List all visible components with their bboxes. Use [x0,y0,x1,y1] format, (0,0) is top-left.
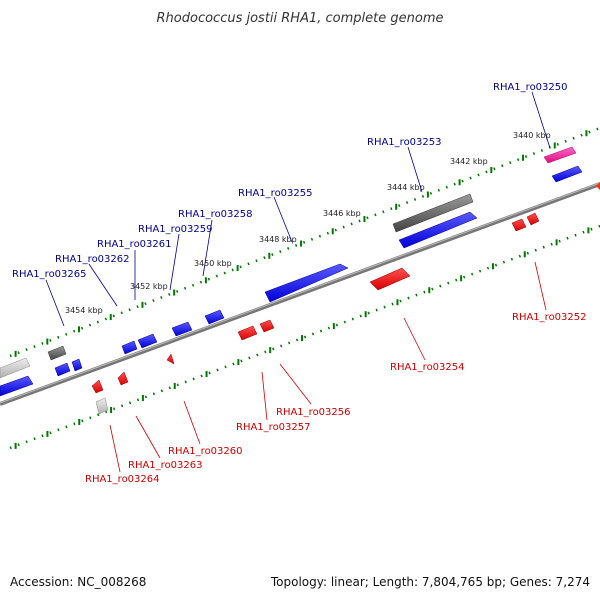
gene-ro03265[interactable] [47,345,67,361]
gene-ro03252[interactable] [526,212,540,226]
label-ro03261[interactable]: RHA1_ro03261 [97,239,172,250]
label-ro03260[interactable]: RHA1_ro03260 [168,446,243,457]
tick-label-3446: 3446 kbp [323,209,361,218]
reverse-genes [91,212,540,415]
tick-label-3442: 3442 kbp [450,157,488,166]
gene-ro03263[interactable] [117,371,129,386]
label-ro03262[interactable]: RHA1_ro03262 [55,254,130,265]
genome-axis [0,182,600,406]
gene-ro03250[interactable] [543,146,577,164]
accession-text: Accession: NC_008268 [10,575,146,589]
forward-labels: RHA1_ro03250 RHA1_ro03253 RHA1_ro03255 R… [12,82,568,280]
gene-ro03251[interactable] [551,165,583,183]
label-ro03255[interactable]: RHA1_ro03255 [238,188,313,199]
gene-ro03264[interactable] [95,397,109,415]
label-ro03252[interactable]: RHA1_ro03252 [512,312,587,323]
label-ro03256[interactable]: RHA1_ro03256 [276,407,351,418]
gene-ro03266[interactable] [71,358,83,372]
genome-axis-highlight [0,182,600,404]
tick-label-3454: 3454 kbp [65,306,103,315]
reverse-labels: RHA1_ro03252 RHA1_ro03254 RHA1_ro03256 R… [85,312,587,485]
gene-ro03254[interactable] [369,267,411,291]
forward-tick-line [9,126,600,358]
label-ro03258[interactable]: RHA1_ro03258 [178,209,253,220]
forward-genes [0,146,583,397]
gene-ro03256[interactable] [259,319,275,333]
major-ticks [14,130,590,449]
gene-ro03262[interactable] [121,340,138,355]
tick-label-3440: 3440 kbp [513,131,551,140]
genome-summary-text: Topology: linear; Length: 7,804,765 bp; … [270,575,590,589]
label-ro03250[interactable]: RHA1_ro03250 [493,82,568,93]
gene-ro03253b[interactable] [398,211,478,249]
gene-ro03253[interactable] [392,193,474,233]
label-ro03257[interactable]: RHA1_ro03257 [236,422,311,433]
label-ro03264[interactable]: RHA1_ro03264 [85,474,160,485]
tick-label-3450: 3450 kbp [194,259,232,268]
axis-end-arrow [596,182,600,190]
map-title: Rhodococcus jostii RHA1, complete genome [157,11,444,26]
gene-ro03259[interactable] [171,321,193,337]
label-ro03253[interactable]: RHA1_ro03253 [367,137,442,148]
gene-ro03261[interactable] [137,333,158,349]
gene-ro03255[interactable] [264,263,349,303]
label-ro03254[interactable]: RHA1_ro03254 [390,362,465,373]
reverse-leaders [109,261,547,473]
gene-ro03257[interactable] [237,325,258,341]
label-ro03259[interactable]: RHA1_ro03259 [138,224,213,235]
tick-label-3452: 3452 kbp [130,282,168,291]
label-ro03263[interactable]: RHA1_ro03263 [128,460,203,471]
label-ro03265[interactable]: RHA1_ro03265 [12,269,87,280]
forward-leaders [45,91,551,327]
gene-ro03265b[interactable] [54,362,71,377]
gene-ro03264a[interactable] [91,379,104,394]
gene-ro03268[interactable] [0,375,34,397]
tick-label-3448: 3448 kbp [259,235,297,244]
gene-ro03258[interactable] [204,309,225,325]
reverse-tick-line [9,224,600,450]
gene-ro03260[interactable] [166,353,175,365]
tick-label-3444: 3444 kbp [387,183,425,192]
gene-ro03252a[interactable] [511,218,527,232]
gene-ro03267[interactable] [0,357,31,379]
